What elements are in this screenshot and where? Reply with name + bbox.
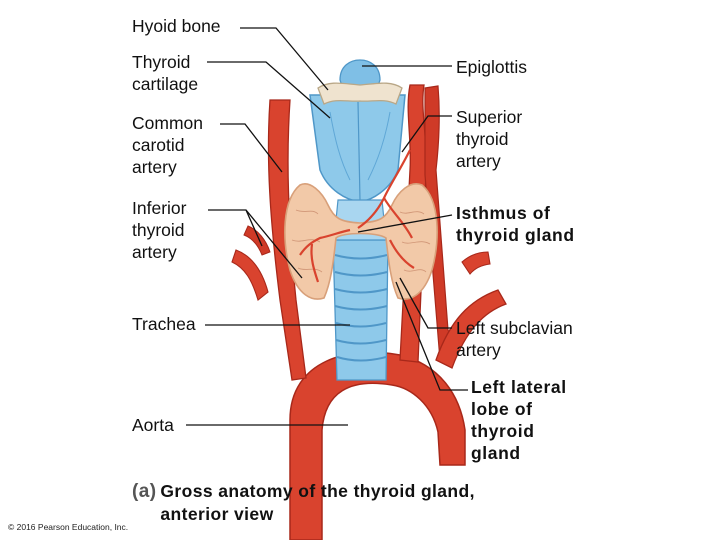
label-common-carotid-artery: Common carotid artery xyxy=(132,113,203,177)
label-inferior-thyroid-artery: Inferior thyroid artery xyxy=(132,198,187,262)
leader-hyoid-bone xyxy=(240,27,329,91)
label-trachea: Trachea xyxy=(132,314,196,334)
label-hyoid-bone: Hyoid bone xyxy=(132,16,221,36)
label-left-subclavian-artery: Left subclavian artery xyxy=(456,318,573,360)
leader-left-subclavian-artery xyxy=(399,277,452,329)
caption-text: Gross anatomy of the thyroid gland, ante… xyxy=(160,481,475,524)
figure-caption: (a)Gross anatomy of the thyroid gland, a… xyxy=(132,480,475,526)
leader-superior-thyroid-artery xyxy=(401,115,452,153)
caption-part-letter: (a) xyxy=(132,481,157,502)
label-isthmus-of-thyroid-gland: Isthmus of thyroid gland xyxy=(456,203,575,245)
leader-isthmus xyxy=(357,214,453,233)
leader-inferior-thyroid-artery xyxy=(208,209,303,279)
aorta-drawing xyxy=(289,351,466,540)
hyoid-bone-drawing xyxy=(317,82,403,105)
label-left-lateral-lobe: Left lateral lobe of thyroid gland xyxy=(471,377,567,463)
trachea-drawing xyxy=(332,239,389,381)
leader-thyroid-cartilage xyxy=(207,61,331,119)
label-thyroid-cartilage: Thyroid cartilage xyxy=(132,52,199,94)
leader-lines xyxy=(186,27,468,426)
larynx-drawing xyxy=(309,94,406,241)
thyroid-gland-drawing xyxy=(284,149,438,300)
copyright-notice: © 2016 Pearson Education, Inc. xyxy=(8,522,129,532)
leader-left-lateral-lobe xyxy=(395,281,468,391)
label-aorta: Aorta xyxy=(132,415,174,435)
leader-common-carotid-artery xyxy=(220,123,283,173)
label-superior-thyroid-artery: Superior thyroid artery xyxy=(456,107,523,171)
label-epiglottis: Epiglottis xyxy=(456,57,528,77)
